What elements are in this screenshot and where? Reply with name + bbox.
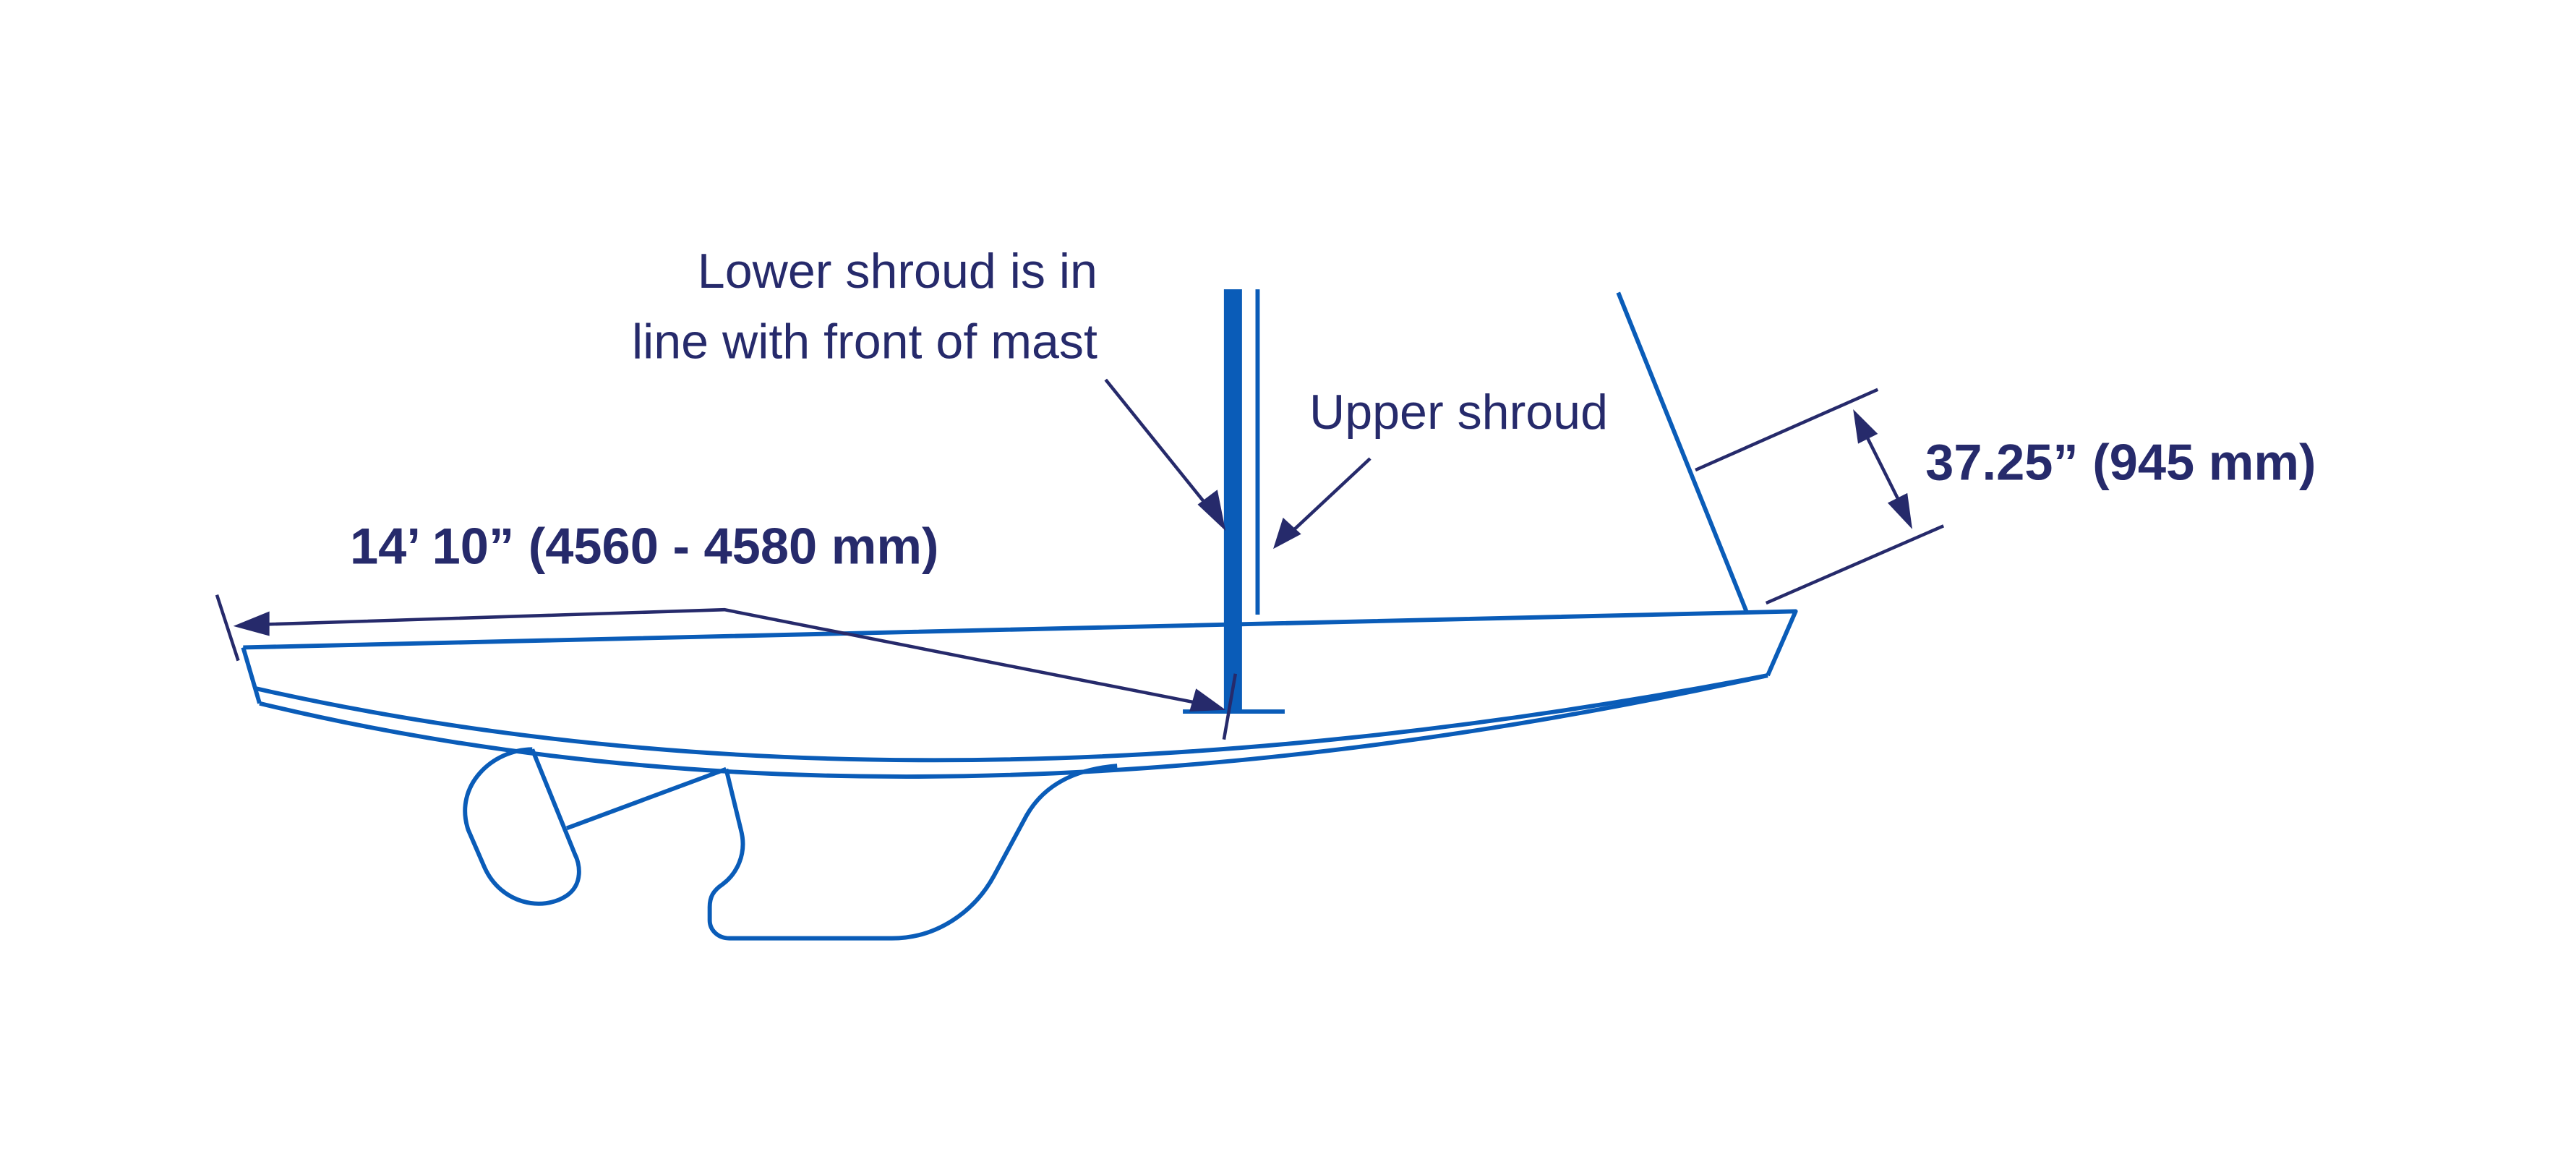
forestay-dimension bbox=[1695, 388, 1945, 605]
arrowhead-left-icon bbox=[233, 611, 270, 636]
centreboard-keel bbox=[707, 764, 1118, 941]
forestay bbox=[1616, 291, 1749, 612]
boat-hull bbox=[241, 609, 1798, 779]
tiller-line bbox=[565, 766, 727, 831]
upper-shroud-pointer bbox=[1273, 457, 1372, 550]
lower-shroud-label-line2: line with front of mast bbox=[632, 315, 1097, 369]
length-dimension bbox=[215, 594, 1238, 740]
rudder bbox=[463, 747, 727, 906]
lower-shroud-pointer bbox=[1104, 378, 1226, 531]
length-dimension-label: 14’ 10” (4560 - 4580 mm) bbox=[350, 518, 938, 575]
arrowhead-lower-shroud-icon bbox=[1197, 490, 1226, 531]
bow bbox=[241, 646, 262, 704]
arrowhead-down-icon bbox=[1887, 492, 1912, 529]
arrowhead-up-icon bbox=[1853, 409, 1878, 444]
arrowhead-mast-icon bbox=[1189, 688, 1226, 712]
upper-shroud-label: Upper shroud bbox=[1309, 385, 1608, 440]
deck-line bbox=[243, 609, 1798, 677]
mast-spar bbox=[1223, 289, 1242, 712]
lower-shroud-label-line1: Lower shroud is in bbox=[698, 244, 1097, 299]
hull-bottom bbox=[259, 673, 1768, 779]
arrowhead-upper-shroud-icon bbox=[1273, 517, 1301, 550]
mast bbox=[1183, 289, 1285, 714]
sheer-line bbox=[255, 673, 1768, 763]
forestay-dimension-label: 37.25” (945 mm) bbox=[1925, 434, 2316, 491]
